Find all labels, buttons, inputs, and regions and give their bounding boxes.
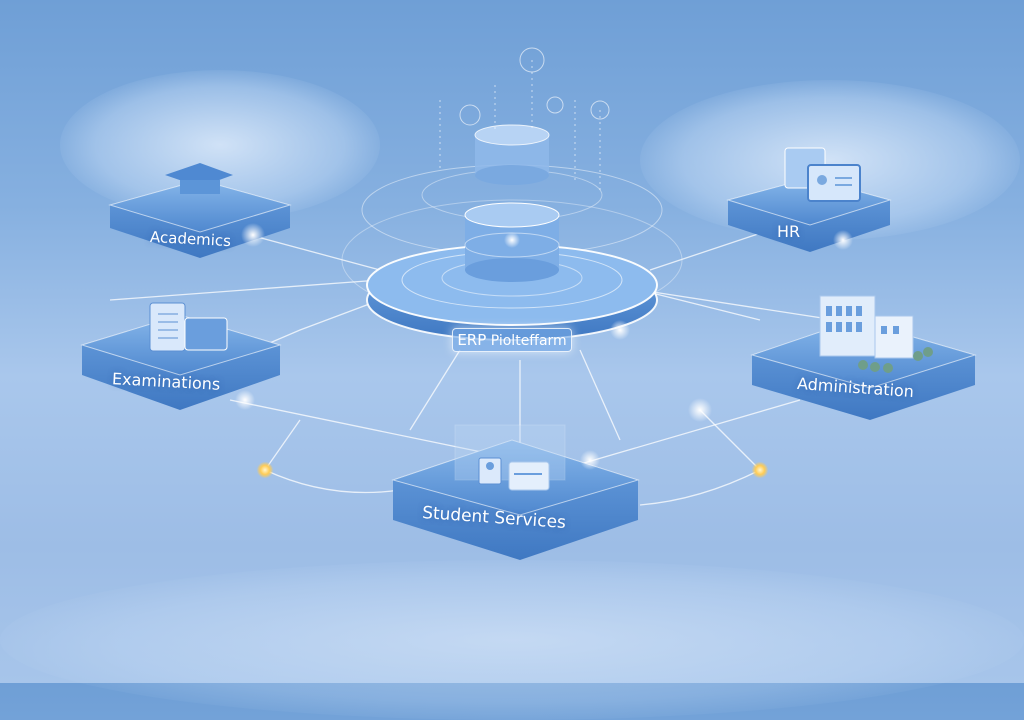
erp-label-suffix: Piolteffarm [490,333,567,349]
warning-triangle-icon [752,462,768,478]
warning-triangle-icon [257,462,273,478]
platform-student-services [391,424,640,560]
platform-administration [750,295,977,420]
platform-examinations [80,302,282,410]
upper-cylinder [474,124,550,185]
erp-label-prefix: ERP [457,331,487,349]
module-label-hr: HR [777,222,801,241]
hub-platform [366,202,658,341]
diagram-canvas [80,124,977,560]
erp-platform-label: ERP Piolteffarm [452,328,572,352]
